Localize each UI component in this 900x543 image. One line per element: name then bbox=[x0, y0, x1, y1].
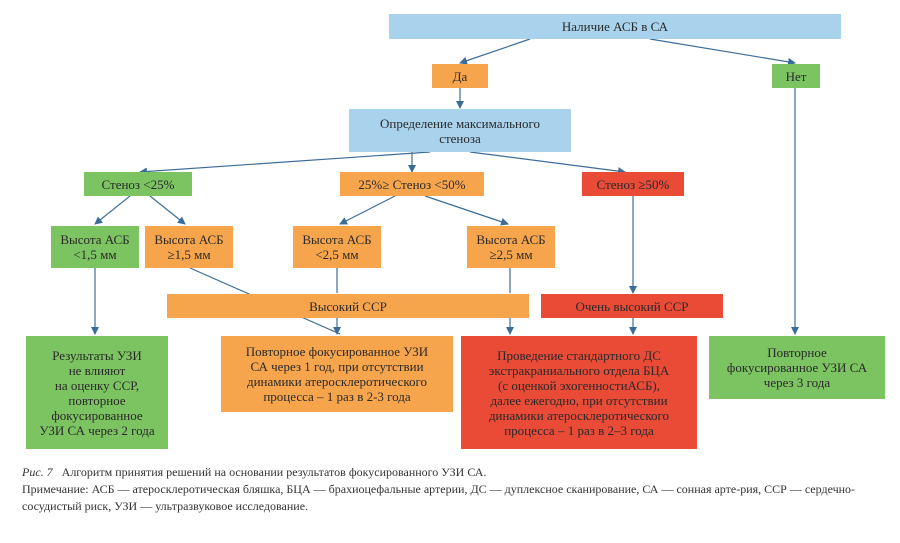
arrow-max-lt25 bbox=[139, 151, 431, 176]
arrow-lt25-hge15 bbox=[149, 195, 186, 225]
node-result-repeat-1y: Повторное фокусированное УЗИ СА через 1 … bbox=[221, 336, 453, 412]
node-result-standard-ds: Проведение стандартного ДС экстракраниал… bbox=[461, 336, 697, 449]
node-height-ge15: Высота АСБ ≥1,5 мм bbox=[145, 226, 233, 268]
arrow-max-ge50 bbox=[469, 151, 626, 176]
arrow-lt25-hlt15 bbox=[94, 195, 131, 225]
node-no: Нет bbox=[772, 64, 820, 88]
node-high-ssr: Высокий ССР bbox=[167, 294, 529, 318]
node-stenosis-ge50: Стеноз ≥50% bbox=[582, 172, 684, 196]
node-stenosis-25-50: 25%≥ Стеноз <50% bbox=[340, 172, 484, 196]
caption-title-line: Рис. 7 Алгоритм принятия решений на осно… bbox=[22, 464, 882, 481]
node-height-lt25: Высота АСБ <2,5 мм bbox=[293, 226, 381, 268]
node-max-stenosis: Определение максимального стеноза bbox=[349, 109, 571, 152]
figure-title: Алгоритм принятия решений на основании р… bbox=[61, 465, 487, 479]
node-result-repeat-3y: Повторное фокусированное УЗИ СА через 3 … bbox=[709, 336, 885, 399]
node-height-lt15: Высота АСБ <1,5 мм bbox=[51, 226, 139, 268]
caption-note: Примечание: АСБ — атеросклеротическая бл… bbox=[22, 482, 856, 513]
node-root: Наличие АСБ в СА bbox=[389, 14, 841, 39]
arrow-2550-hge25 bbox=[424, 195, 509, 226]
node-very-high-ssr: Очень высокий ССР bbox=[541, 294, 723, 318]
node-result-no-effect: Результаты УЗИ не влияют на оценку ССР, … bbox=[26, 336, 168, 449]
node-height-ge25: Высота АСБ ≥2,5 мм bbox=[467, 226, 555, 268]
arrow-root-no bbox=[649, 38, 796, 66]
arrow-2550-hlt25 bbox=[339, 195, 396, 225]
arrow-root-yes bbox=[459, 38, 531, 65]
figure-caption: Рис. 7 Алгоритм принятия решений на осно… bbox=[22, 464, 882, 515]
connector-layer bbox=[91, 38, 799, 335]
figure-label: Рис. 7 bbox=[22, 465, 53, 479]
node-stenosis-lt25: Стеноз <25% bbox=[84, 172, 192, 196]
node-yes: Да bbox=[432, 64, 488, 88]
